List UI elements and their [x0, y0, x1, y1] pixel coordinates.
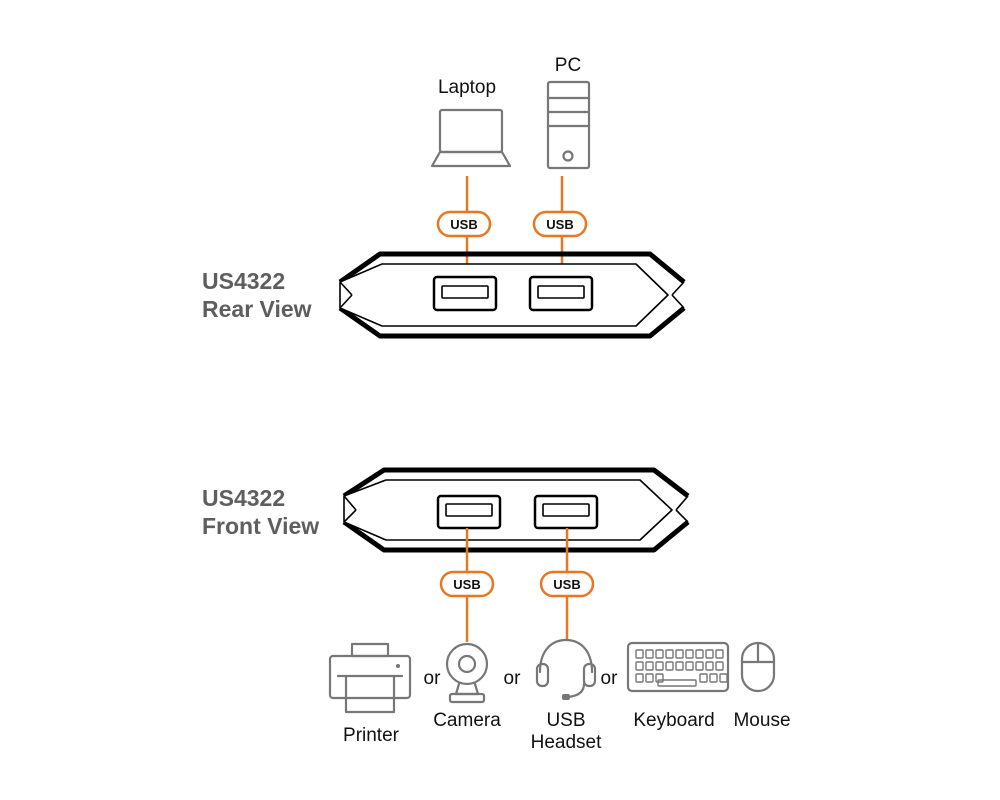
keyboard-key: [675, 649, 684, 659]
headset-label-line1: USB: [546, 710, 585, 731]
camera-device: Camera: [433, 642, 501, 731]
laptop-icon: [438, 108, 504, 154]
printer-label: Printer: [343, 725, 400, 746]
pc-label: PC: [555, 55, 581, 76]
keyboard-device: Keyboard: [626, 641, 730, 731]
printer-device: Printer: [328, 642, 412, 746]
usb-port: [533, 494, 599, 530]
mouse-label: Mouse: [733, 710, 790, 731]
front-view-device: [342, 467, 690, 553]
headset-device: USB Headset: [531, 638, 602, 753]
keyboard-key: [715, 661, 724, 671]
printer-icon: [328, 642, 412, 714]
headset-label-line2: Headset: [531, 732, 602, 753]
rear-view-title: US4322: [202, 268, 285, 294]
keyboard-key: [645, 661, 654, 671]
rear-view-subtitle: Rear View: [202, 296, 312, 322]
usb-cable-label: USB: [436, 210, 492, 238]
svg-text:USB: USB: [450, 217, 477, 232]
keyboard-key: [705, 649, 714, 659]
keyboard-icon: [626, 641, 730, 693]
svg-text:USB: USB: [546, 217, 573, 232]
usb-port: [432, 275, 498, 312]
keyboard-key: [645, 673, 654, 683]
pc-device: PC: [546, 55, 591, 170]
usb-port: [436, 494, 502, 530]
keyboard-key: [695, 649, 704, 659]
svg-text:USB: USB: [453, 577, 480, 592]
mouse-device: Mouse: [733, 641, 791, 731]
mouse-icon: [740, 641, 776, 693]
keyboard-key: [655, 649, 664, 659]
keyboard-key: [665, 649, 674, 659]
front-view-title: US4322: [202, 485, 285, 511]
keyboard-key: [635, 661, 644, 671]
usb-cable-label: USB: [532, 210, 588, 238]
keyboard-key: [719, 673, 728, 683]
keyboard-key: [699, 673, 708, 683]
usb-cable-label: USB: [539, 570, 595, 598]
keyboard-key: [665, 661, 674, 671]
webcam-icon: [445, 642, 489, 704]
or-separator: or: [504, 668, 522, 689]
keyboard-key: [709, 673, 718, 683]
keyboard-key: [675, 661, 684, 671]
rear-view-device: [338, 251, 686, 339]
front-view-subtitle: Front View: [202, 513, 319, 539]
keyboard-key: [685, 661, 694, 671]
keyboard-key: [635, 673, 644, 683]
headset-icon: [535, 638, 597, 700]
usb-port: [528, 275, 594, 312]
usb-cable-label: USB: [439, 570, 495, 598]
keyboard-key: [705, 661, 714, 671]
or-separator: or: [601, 668, 619, 689]
keyboard-key: [695, 661, 704, 671]
laptop-label: Laptop: [438, 77, 496, 98]
keyboard-key: [715, 649, 724, 659]
keyboard-key: [685, 649, 694, 659]
keyboard-key: [645, 649, 654, 659]
or-separator: or: [424, 668, 442, 689]
keyboard-label: Keyboard: [633, 710, 714, 731]
keyboard-key: [635, 649, 644, 659]
svg-text:USB: USB: [553, 577, 580, 592]
keyboard-key: [655, 673, 664, 683]
keyboard-key: [655, 661, 664, 671]
camera-label: Camera: [433, 710, 501, 731]
laptop-device: Laptop: [430, 77, 512, 168]
